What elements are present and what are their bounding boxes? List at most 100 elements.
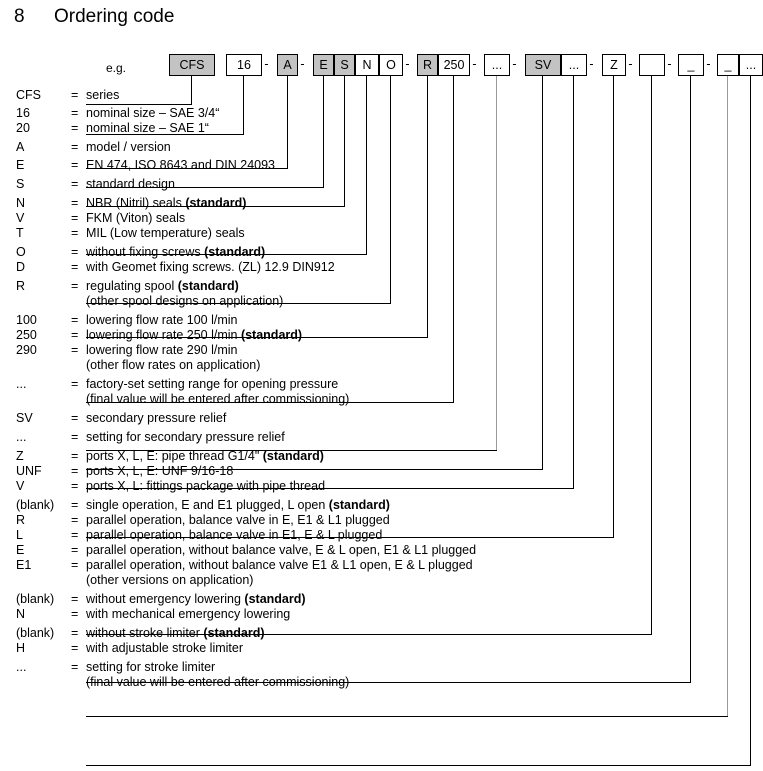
legend-equals: = (71, 660, 79, 674)
leader-line-horizontal-size (86, 134, 244, 135)
leader-line-vertical-stroke (727, 76, 728, 716)
legend-key: 290 (16, 343, 37, 357)
code-box-Z: Z (602, 54, 626, 76)
legend-equals: = (71, 513, 79, 527)
legend-key: ... (16, 660, 27, 674)
leader-line-vertical-norm (323, 76, 324, 187)
legend-description: with mechanical emergency lowering (86, 607, 291, 621)
code-box-dots: _ (717, 54, 739, 76)
code-box-blank (639, 54, 665, 76)
leader-line-horizontal-cfs (86, 104, 192, 105)
legend-description: parallel operation, balance valve in E1,… (86, 528, 383, 542)
legend-key: Z (16, 449, 24, 463)
legend-description: single operation, E and E1 plugged, L op… (86, 498, 390, 512)
code-box-N: N (355, 54, 379, 76)
leader-line-vertical-flow (453, 76, 454, 402)
legend-key: 250 (16, 328, 37, 342)
legend-equals: = (71, 328, 79, 342)
legend-description: lowering flow rate 100 l/min (86, 313, 238, 327)
legend-key: (blank) (16, 626, 55, 640)
legend-description: factory-set setting range for opening pr… (86, 377, 339, 391)
code-separator-dash: - (405, 57, 410, 71)
legend-description: MIL (Low temperature) seals (86, 226, 245, 240)
legend-row: D=with Geomet fixing screws. (ZL) 12.9 D… (0, 260, 763, 275)
legend-description: regulating spool (standard) (86, 279, 239, 293)
legend-standard-marker: (standard) (203, 626, 265, 640)
leader-line-vertical-size (243, 76, 244, 134)
legend-key: N (16, 607, 26, 621)
legend-key: SV (16, 411, 33, 425)
legend-key: E1 (16, 558, 32, 572)
legend-row: (blank)=single operation, E and E1 plugg… (0, 498, 763, 513)
legend-key: ... (16, 377, 27, 391)
legend-equals: = (71, 592, 79, 606)
legend-equals: = (71, 411, 79, 425)
legend-description: parallel operation, without balance valv… (86, 558, 473, 572)
leader-line-horizontal-spool (86, 337, 428, 338)
leader-line-horizontal-stroke (86, 716, 728, 717)
code-box-CFS: CFS (169, 54, 215, 76)
legend-row: A=model / version (0, 140, 763, 155)
legend-equals: = (71, 140, 79, 154)
legend-row: (blank)=without stroke limiter (standard… (0, 626, 763, 641)
legend-description: series (86, 88, 120, 102)
code-separator-dash: - (667, 57, 672, 71)
legend-description: standard design (86, 177, 175, 191)
legend-row: N=NBR (Nitril) seals (standard) (0, 196, 763, 211)
legend-standard-marker: (standard) (244, 592, 306, 606)
leader-line-vertical-press (496, 76, 497, 450)
legend-equals: = (71, 177, 79, 191)
legend-description: lowering flow rate 250 l/min (standard) (86, 328, 303, 342)
leader-line-horizontal-ports (86, 537, 614, 538)
legend-equals: = (71, 607, 79, 621)
legend-equals: = (71, 313, 79, 327)
legend-description: without fixing screws (standard) (86, 245, 266, 259)
legend-key: O (16, 245, 26, 259)
legend-equals: = (71, 528, 79, 542)
legend-row: S = standard design (0, 177, 763, 192)
leader-line-horizontal-flow (86, 402, 454, 403)
legend-key: D (16, 260, 26, 274)
legend-standard-marker: (standard) (177, 279, 239, 293)
code-box-250: 250 (438, 54, 470, 76)
leader-line-horizontal-screw (86, 303, 391, 304)
legend-row: R=parallel operation, balance valve in E… (0, 513, 763, 528)
legend-key: S (16, 177, 25, 191)
legend-description: nominal size – SAE 1“ (86, 121, 209, 135)
legend-row: E=EN 474, ISO 8643 and DIN 24093 (0, 158, 763, 173)
code-box-dots: ... (561, 54, 587, 76)
legend-row: (other spool designs on application) (0, 294, 763, 309)
legend-equals: = (71, 226, 79, 240)
legend-row: (other flow rates on application) (0, 358, 763, 373)
leader-line-vertical-screw (390, 76, 391, 303)
legend-key: (blank) (16, 592, 55, 606)
code-box-R: R (417, 54, 438, 76)
legend-key: A (16, 140, 25, 154)
legend-standard-marker: (standard) (185, 196, 247, 210)
leader-line-horizontal-seals (86, 254, 367, 255)
code-box-dots: _ (678, 54, 704, 76)
legend-equals: = (71, 430, 79, 444)
legend-equals: = (71, 88, 79, 102)
legend-key: T (16, 226, 24, 240)
legend-description: ports X, L, E: UNF 9/16-18 (86, 464, 234, 478)
leader-line-vertical-model (287, 76, 288, 168)
legend-equals: = (71, 158, 79, 172)
legend-row: T = MIL (Low temperature) seals (0, 226, 763, 241)
legend-key: 100 (16, 313, 37, 327)
legend-key: (blank) (16, 498, 55, 512)
leader-line-vertical-svset (573, 76, 574, 488)
code-separator-dash: - (589, 57, 594, 71)
leader-line-horizontal-sv (86, 469, 543, 470)
legend-row: O=without fixing screws (standard) (0, 245, 763, 260)
legend-row: R=regulating spool (standard) (0, 279, 763, 294)
legend-row: CFS=series (0, 88, 763, 103)
leader-line-horizontal-emerg (86, 682, 691, 683)
leader-line-vertical-seals (366, 76, 367, 254)
page-heading: 8 Ordering code (0, 0, 763, 44)
legend-description: parallel operation, balance valve in E, … (86, 513, 390, 527)
legend-description: (final value will be entered after commi… (86, 392, 350, 406)
leader-line-horizontal-std (86, 206, 345, 207)
legend-key: E (16, 158, 25, 172)
